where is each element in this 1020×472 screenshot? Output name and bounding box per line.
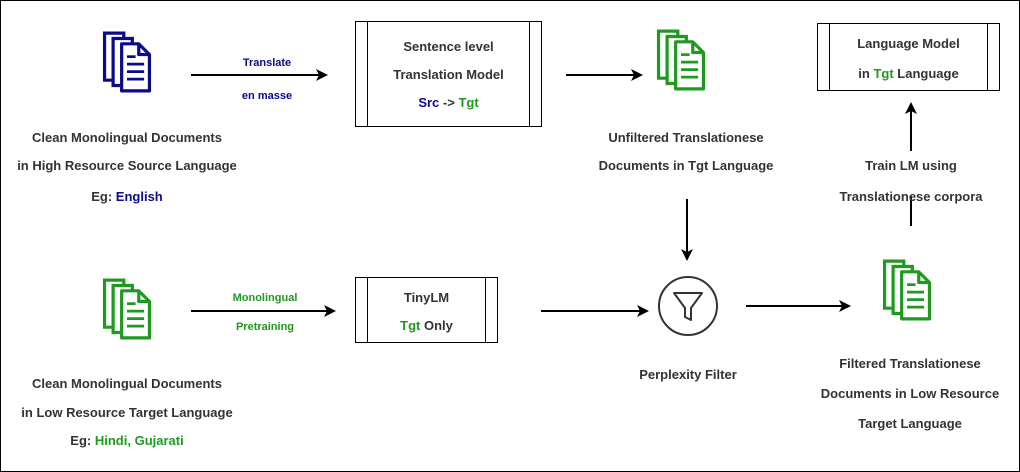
- filtered-line3: Target Language: [858, 416, 962, 431]
- target-docs-example: Eg: Hindi, Gujarati: [1, 434, 253, 447]
- document-stack-icon-green: [882, 259, 932, 321]
- target-docs-example-prefix: Eg:: [70, 433, 95, 448]
- target-docs-example-value: Hindi, Gujarati: [94, 433, 184, 448]
- document-stack-icon-blue: [102, 31, 152, 93]
- filtered-line1: Filtered Translationese: [839, 356, 981, 371]
- language-model-line2-prefix: in: [858, 66, 874, 81]
- tinylm-line2: Tgt Only: [356, 319, 497, 332]
- document-stack-icon-green: [656, 29, 706, 91]
- perplexity-filter-label: Perplexity Filter: [639, 367, 737, 382]
- pretrain-label-line1: Monolingual: [232, 292, 298, 304]
- tinylm-line1: TinyLM: [403, 290, 450, 305]
- pretrain-label-line2: Pretraining: [235, 321, 295, 333]
- source-docs-line2: in High Resource Source Language: [17, 158, 237, 173]
- translation-model-direction: Src -> Tgt: [356, 96, 541, 109]
- language-model-line1: Language Model: [857, 36, 960, 51]
- translation-model-box: Sentence level Translation Model Src -> …: [355, 21, 542, 127]
- language-model-box: Language Model in Tgt Language: [817, 23, 1000, 91]
- tinylm-line2-suffix: Only: [420, 318, 453, 333]
- translate-label-line1: Translate: [242, 57, 292, 69]
- translation-model-line2: Translation Model: [393, 67, 504, 82]
- funnel-filter-icon: [658, 276, 718, 336]
- language-model-line2: in Tgt Language: [818, 67, 999, 80]
- train-label-line1: Train LM using: [865, 158, 957, 173]
- unfiltered-line1: Unfiltered Translationese: [608, 130, 764, 145]
- source-docs-example-value: English: [115, 189, 163, 204]
- language-model-tgt: Tgt: [873, 66, 894, 81]
- document-stack-icon-green: [102, 278, 152, 340]
- filtered-line2: Documents in Low Resource: [820, 386, 1000, 401]
- translation-model-src: Src: [418, 95, 440, 110]
- unfiltered-line2: Documents in Tgt Language: [598, 158, 774, 173]
- tinylm-box: TinyLM Tgt Only: [355, 277, 498, 343]
- tinylm-tgt: Tgt: [400, 318, 421, 333]
- source-docs-example: Eg: English: [1, 190, 253, 203]
- language-model-line2-suffix: Language: [893, 66, 959, 81]
- source-docs-example-prefix: Eg:: [91, 189, 116, 204]
- train-label-line2: Translationese corpora: [839, 189, 983, 204]
- translation-model-tgt: Tgt: [458, 95, 479, 110]
- target-docs-line2: in Low Resource Target Language: [21, 405, 233, 420]
- source-docs-line1: Clean Monolingual Documents: [32, 130, 222, 145]
- translate-label-line2: en masse: [241, 90, 293, 102]
- translation-model-line1: Sentence level: [403, 39, 494, 54]
- translation-model-arrow: ->: [439, 95, 459, 110]
- target-docs-line1: Clean Monolingual Documents: [32, 376, 222, 391]
